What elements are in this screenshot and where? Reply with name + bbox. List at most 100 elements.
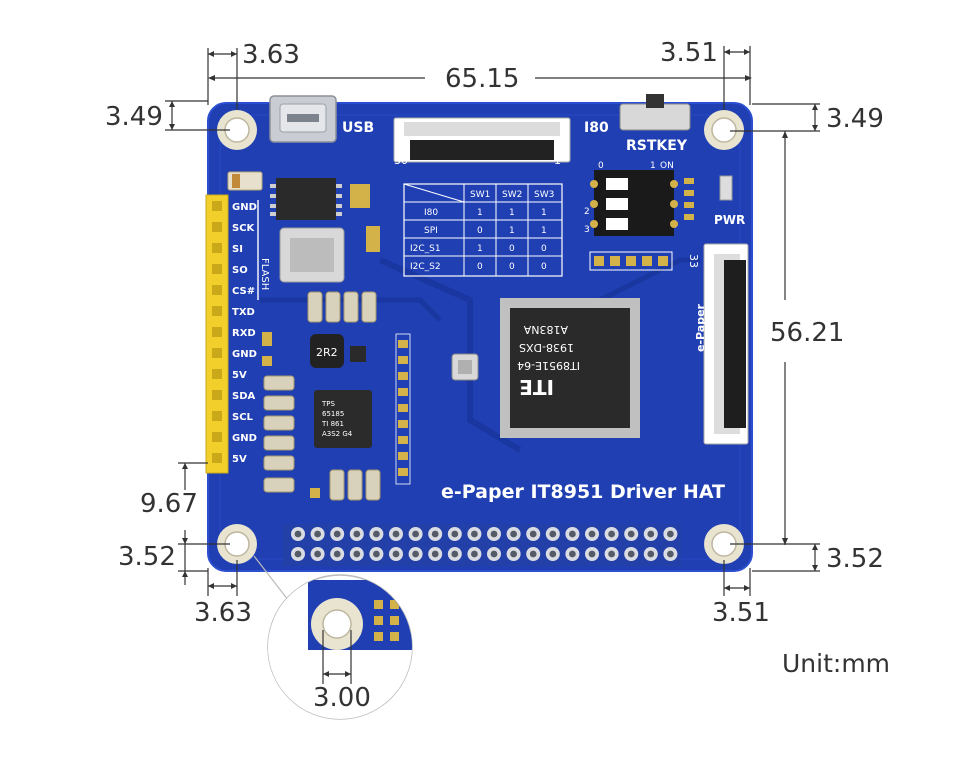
flash-chip: FLASH	[227, 171, 380, 290]
switch-label-2: 2	[584, 207, 590, 217]
ti-chip-line: 65185	[322, 410, 344, 418]
pin-label-scl: SCL	[232, 412, 254, 423]
rstkey-label: RSTKEY	[626, 138, 688, 154]
dim-hole-diameter: 3.00	[313, 683, 371, 713]
table-row-i2c-s2-label: I2C_S2	[410, 262, 441, 272]
table-header-sw1: SW1	[470, 190, 490, 200]
table-cell: 1	[477, 208, 483, 218]
table-cell: 1	[541, 208, 547, 218]
gpio-header	[283, 524, 681, 566]
flash-label: FLASH	[259, 258, 270, 290]
table-cell: 0	[509, 244, 515, 254]
fpc-pin-30: 30	[394, 154, 408, 167]
passive-components-left	[262, 291, 377, 493]
pin-label-sck: SCK	[232, 223, 256, 234]
resistor-row	[589, 251, 673, 271]
pin-label-5v: 5V	[232, 370, 247, 381]
chip-line: A183NA	[523, 323, 568, 336]
dim-header-offset: 9.67	[140, 489, 198, 519]
gpio-pin-hole	[569, 550, 576, 558]
hole-detail-zoom: 3.00	[253, 555, 413, 720]
it8951-chip: A183NA 1938-DXS IT8951E-64 ITE	[500, 298, 640, 438]
gpio-pin-hole	[431, 550, 439, 558]
gpio-pin-hole	[451, 550, 459, 558]
gpio-pin-hole	[549, 530, 557, 538]
gpio-pin-hole	[333, 550, 341, 558]
epaper-label: e-Paper	[694, 303, 707, 352]
table-cell: 0	[477, 262, 483, 272]
gpio-pin-hole	[314, 530, 321, 538]
gpio-pin-hole	[373, 530, 380, 538]
pin-label-sda: SDA	[232, 391, 256, 402]
pin-header-left	[205, 194, 259, 474]
board-title: e-Paper IT8951 Driver HAT	[441, 481, 725, 503]
gpio-pin-hole	[412, 530, 419, 538]
gpio-pin-hole	[353, 550, 361, 558]
gpio-pin-hole	[490, 530, 498, 538]
switch-label-0: 0	[598, 161, 604, 171]
dim-bottom-right-hole-x: 3.51	[712, 598, 770, 628]
gpio-pin-hole	[314, 550, 321, 558]
pin-label-rxd: RXD	[232, 328, 256, 339]
crystal	[451, 353, 479, 381]
gpio-pin-hole	[647, 550, 655, 558]
dim-top-right-hole-x: 3.51	[660, 38, 718, 68]
gpio-pin-hole	[490, 550, 498, 558]
connector-pin-33: 33	[687, 254, 700, 268]
unit-label: Unit:mm	[782, 649, 890, 678]
usb-label: USB	[342, 120, 374, 136]
gpio-pin-hole	[392, 530, 400, 538]
pwr-label: PWR	[714, 213, 745, 227]
table-cell: 0	[541, 262, 547, 272]
pin-label-gnd: GND	[232, 433, 257, 444]
pin-label-gnd: GND	[232, 202, 257, 213]
pin-label-cs: CS#	[232, 286, 255, 297]
table-row-i2c-s1-label: I2C_S1	[410, 244, 441, 254]
pin-labels: GND SCK SI SO CS# TXD RXD GND 5V SDA SCL…	[232, 202, 257, 465]
power-led: PWR	[684, 175, 745, 227]
table-cell: 1	[541, 226, 547, 236]
gpio-pin-hole	[667, 550, 674, 558]
gpio-pin-hole	[412, 550, 419, 558]
gpio-pin-hole	[510, 550, 517, 558]
dimension-lines: 3.63 3.51 65.15 3.49 3.49 56.21 9.6	[105, 38, 884, 628]
gpio-pin-hole	[529, 550, 537, 558]
switch-label-1: 1	[650, 161, 656, 171]
gpio-pin-hole	[471, 530, 478, 538]
dim-top-left-hole-y: 3.49	[105, 102, 163, 132]
passive-components-bottom	[310, 469, 381, 501]
dim-top-left-hole-x: 3.63	[242, 40, 300, 70]
dip-switch: 0 1 ON 2 3	[584, 161, 678, 236]
gpio-pin-hole	[451, 530, 459, 538]
mounting-hole-top-left	[217, 110, 257, 150]
pin-label-so: SO	[232, 265, 248, 276]
gpio-pin-hole	[471, 550, 478, 558]
gpio-pin-hole	[333, 530, 341, 538]
gpio-pin-hole	[627, 550, 635, 558]
passive-components-middle	[395, 333, 411, 485]
gpio-pin-hole	[569, 530, 576, 538]
gpio-pin-hole	[510, 530, 517, 538]
pin-label-5v: 5V	[232, 454, 247, 465]
pin-label-gnd: GND	[232, 349, 257, 360]
table-cell: 0	[477, 226, 483, 236]
gpio-pin-hole	[529, 530, 537, 538]
usb-connector: USB	[269, 95, 374, 143]
gpio-pin-hole	[608, 550, 615, 558]
inductor: 2R2	[310, 334, 344, 368]
gpio-pin-hole	[294, 550, 302, 558]
mounting-hole-bottom-left	[217, 524, 257, 564]
ti-chip-line: TPS	[321, 400, 335, 408]
gpio-pin-hole	[588, 550, 596, 558]
table-cell: 1	[509, 208, 515, 218]
dim-bottom-right-hole-y: 3.52	[826, 544, 884, 574]
fpc-connector-i80: I80 30 1	[393, 117, 609, 167]
ti-chip-line: A3S2 G4	[322, 430, 353, 438]
fpc-pin-1: 1	[554, 154, 561, 167]
pin-label-txd: TXD	[232, 307, 255, 318]
ti-chip-line: TI 861	[321, 420, 344, 428]
gpio-pin-hole	[588, 530, 596, 538]
i80-label: I80	[584, 120, 609, 136]
mounting-hole-top-right	[704, 110, 744, 150]
table-row-i80-label: I80	[424, 208, 438, 218]
